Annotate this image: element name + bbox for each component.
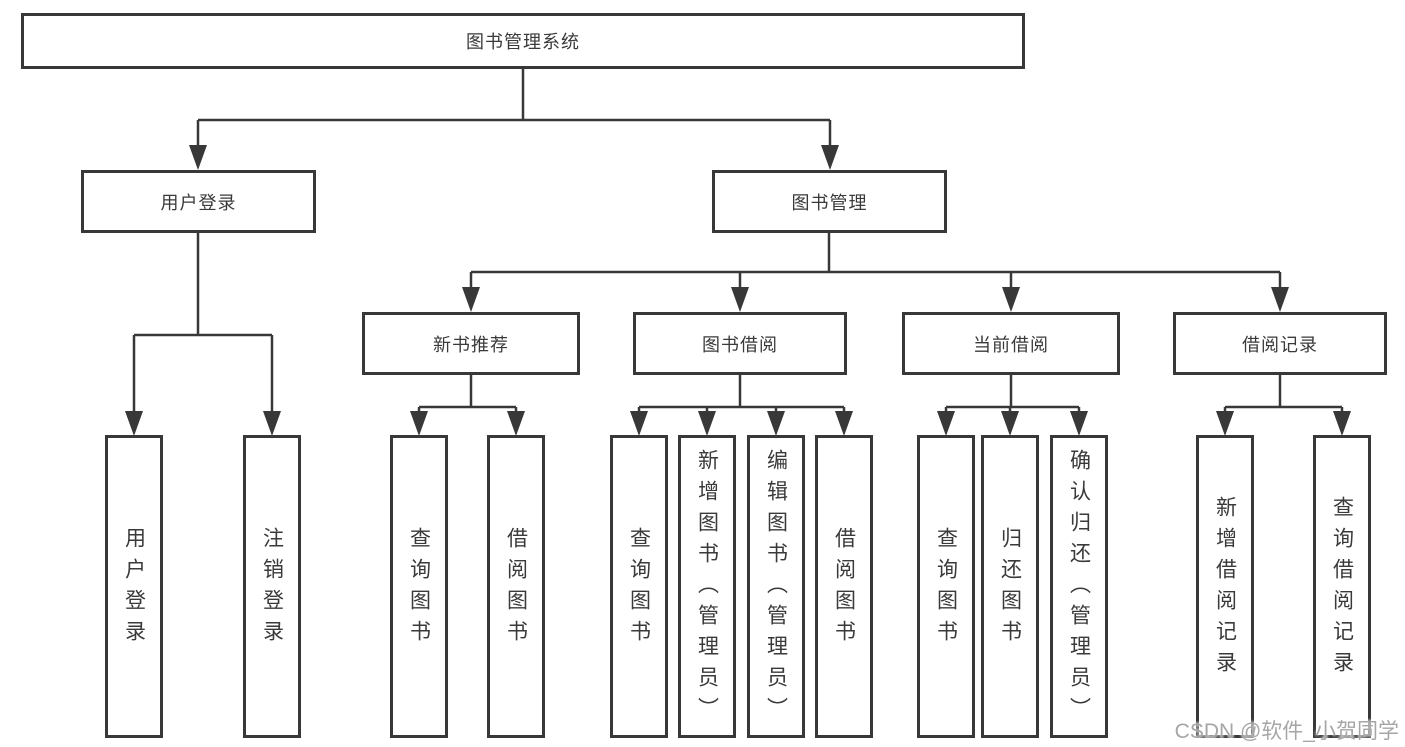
leaf-query-books-current: 查询图书 bbox=[917, 435, 975, 738]
leaf-borrow-books-recommend: 借阅图书 bbox=[487, 435, 545, 738]
leaf-query-books-borrow: 查询图书 bbox=[610, 435, 668, 738]
node-book-borrow: 图书借阅 bbox=[633, 312, 847, 375]
leaf-add-book-admin: 新增图书（管理员） bbox=[678, 435, 736, 738]
leaf-confirm-return-admin: 确认归还（管理员） bbox=[1050, 435, 1108, 738]
node-current-borrow: 当前借阅 bbox=[902, 312, 1120, 375]
node-new-book-recommend: 新书推荐 bbox=[362, 312, 580, 375]
node-user-login: 用户登录 bbox=[81, 170, 316, 233]
leaf-borrow-books: 借阅图书 bbox=[815, 435, 873, 738]
leaf-edit-book-admin: 编辑图书（管理员） bbox=[747, 435, 805, 738]
leaf-user-login: 用户登录 bbox=[105, 435, 163, 738]
leaf-query-books-recommend: 查询图书 bbox=[390, 435, 448, 738]
leaf-query-borrow-record: 查询借阅记录 bbox=[1313, 435, 1371, 738]
leaf-logout: 注销登录 bbox=[243, 435, 301, 738]
node-borrow-records: 借阅记录 bbox=[1173, 312, 1387, 375]
leaf-add-borrow-record: 新增借阅记录 bbox=[1196, 435, 1254, 738]
node-book-management: 图书管理 bbox=[712, 170, 947, 233]
node-library-system: 图书管理系统 bbox=[21, 13, 1025, 69]
watermark-text: CSDN @软件_小贺同学 bbox=[1174, 720, 1399, 743]
leaf-return-book: 归还图书 bbox=[981, 435, 1039, 738]
